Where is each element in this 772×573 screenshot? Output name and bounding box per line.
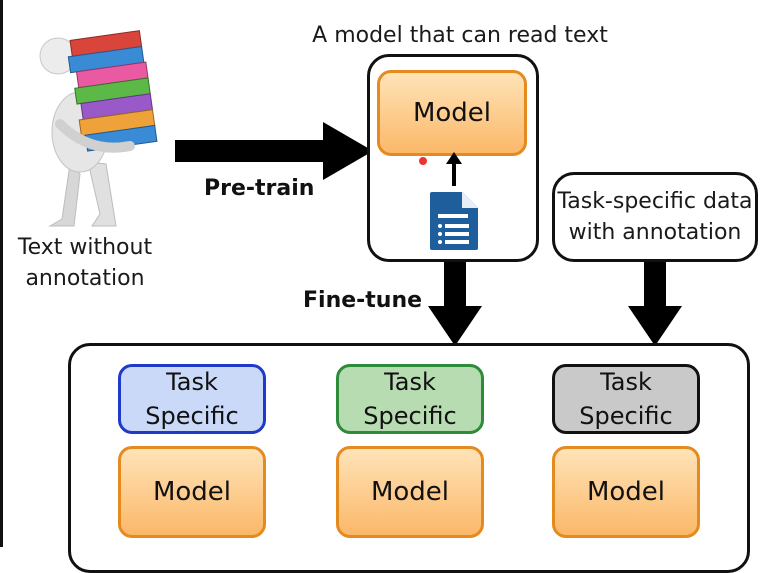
person-carrying-books-icon (39, 30, 158, 227)
finetuned-model-2: Model (336, 446, 484, 538)
pretrained-model-caption: A model that can read text (312, 23, 608, 48)
task-specific-box-1: Task Specific (118, 364, 266, 434)
task-2-line2: Specific (363, 402, 457, 430)
source-data-label: Text without annotation (10, 232, 160, 294)
cursor-dot (418, 156, 428, 166)
task-2-line1: Task (384, 368, 436, 396)
task-1-line2: Specific (145, 402, 239, 430)
task-data-line1: Task-specific data (557, 189, 753, 214)
left-divider (0, 0, 3, 547)
source-label-line2: annotation (25, 266, 145, 291)
pretrained-model-box: Model (377, 70, 527, 156)
finetune-arrow-left (428, 262, 482, 346)
finetune-arrow-right (628, 262, 682, 346)
finetuned-model-2-label: Model (370, 477, 450, 507)
task-3-line1: Task (600, 368, 652, 396)
source-label-line1: Text without (17, 235, 153, 260)
task-3-line2: Specific (579, 402, 673, 430)
finetuned-model-3-label: Model (586, 477, 666, 507)
task-data-line2: with annotation (568, 220, 742, 245)
task-data-box: Task-specific data with annotation (552, 172, 758, 262)
task-1-line1: Task (166, 368, 218, 396)
document-icon (430, 192, 478, 250)
up-arrow (446, 152, 462, 186)
finetuned-model-1: Model (118, 446, 266, 538)
finetune-label: Fine-tune (303, 288, 423, 313)
pretrained-model-label: Model (412, 98, 492, 128)
pretrain-arrow (175, 122, 373, 180)
finetuned-model-3: Model (552, 446, 700, 538)
task-specific-box-3: Task Specific (552, 364, 700, 434)
task-specific-box-2: Task Specific (336, 364, 484, 434)
finetuned-model-1-label: Model (152, 477, 232, 507)
pretrain-label: Pre-train (204, 176, 315, 201)
